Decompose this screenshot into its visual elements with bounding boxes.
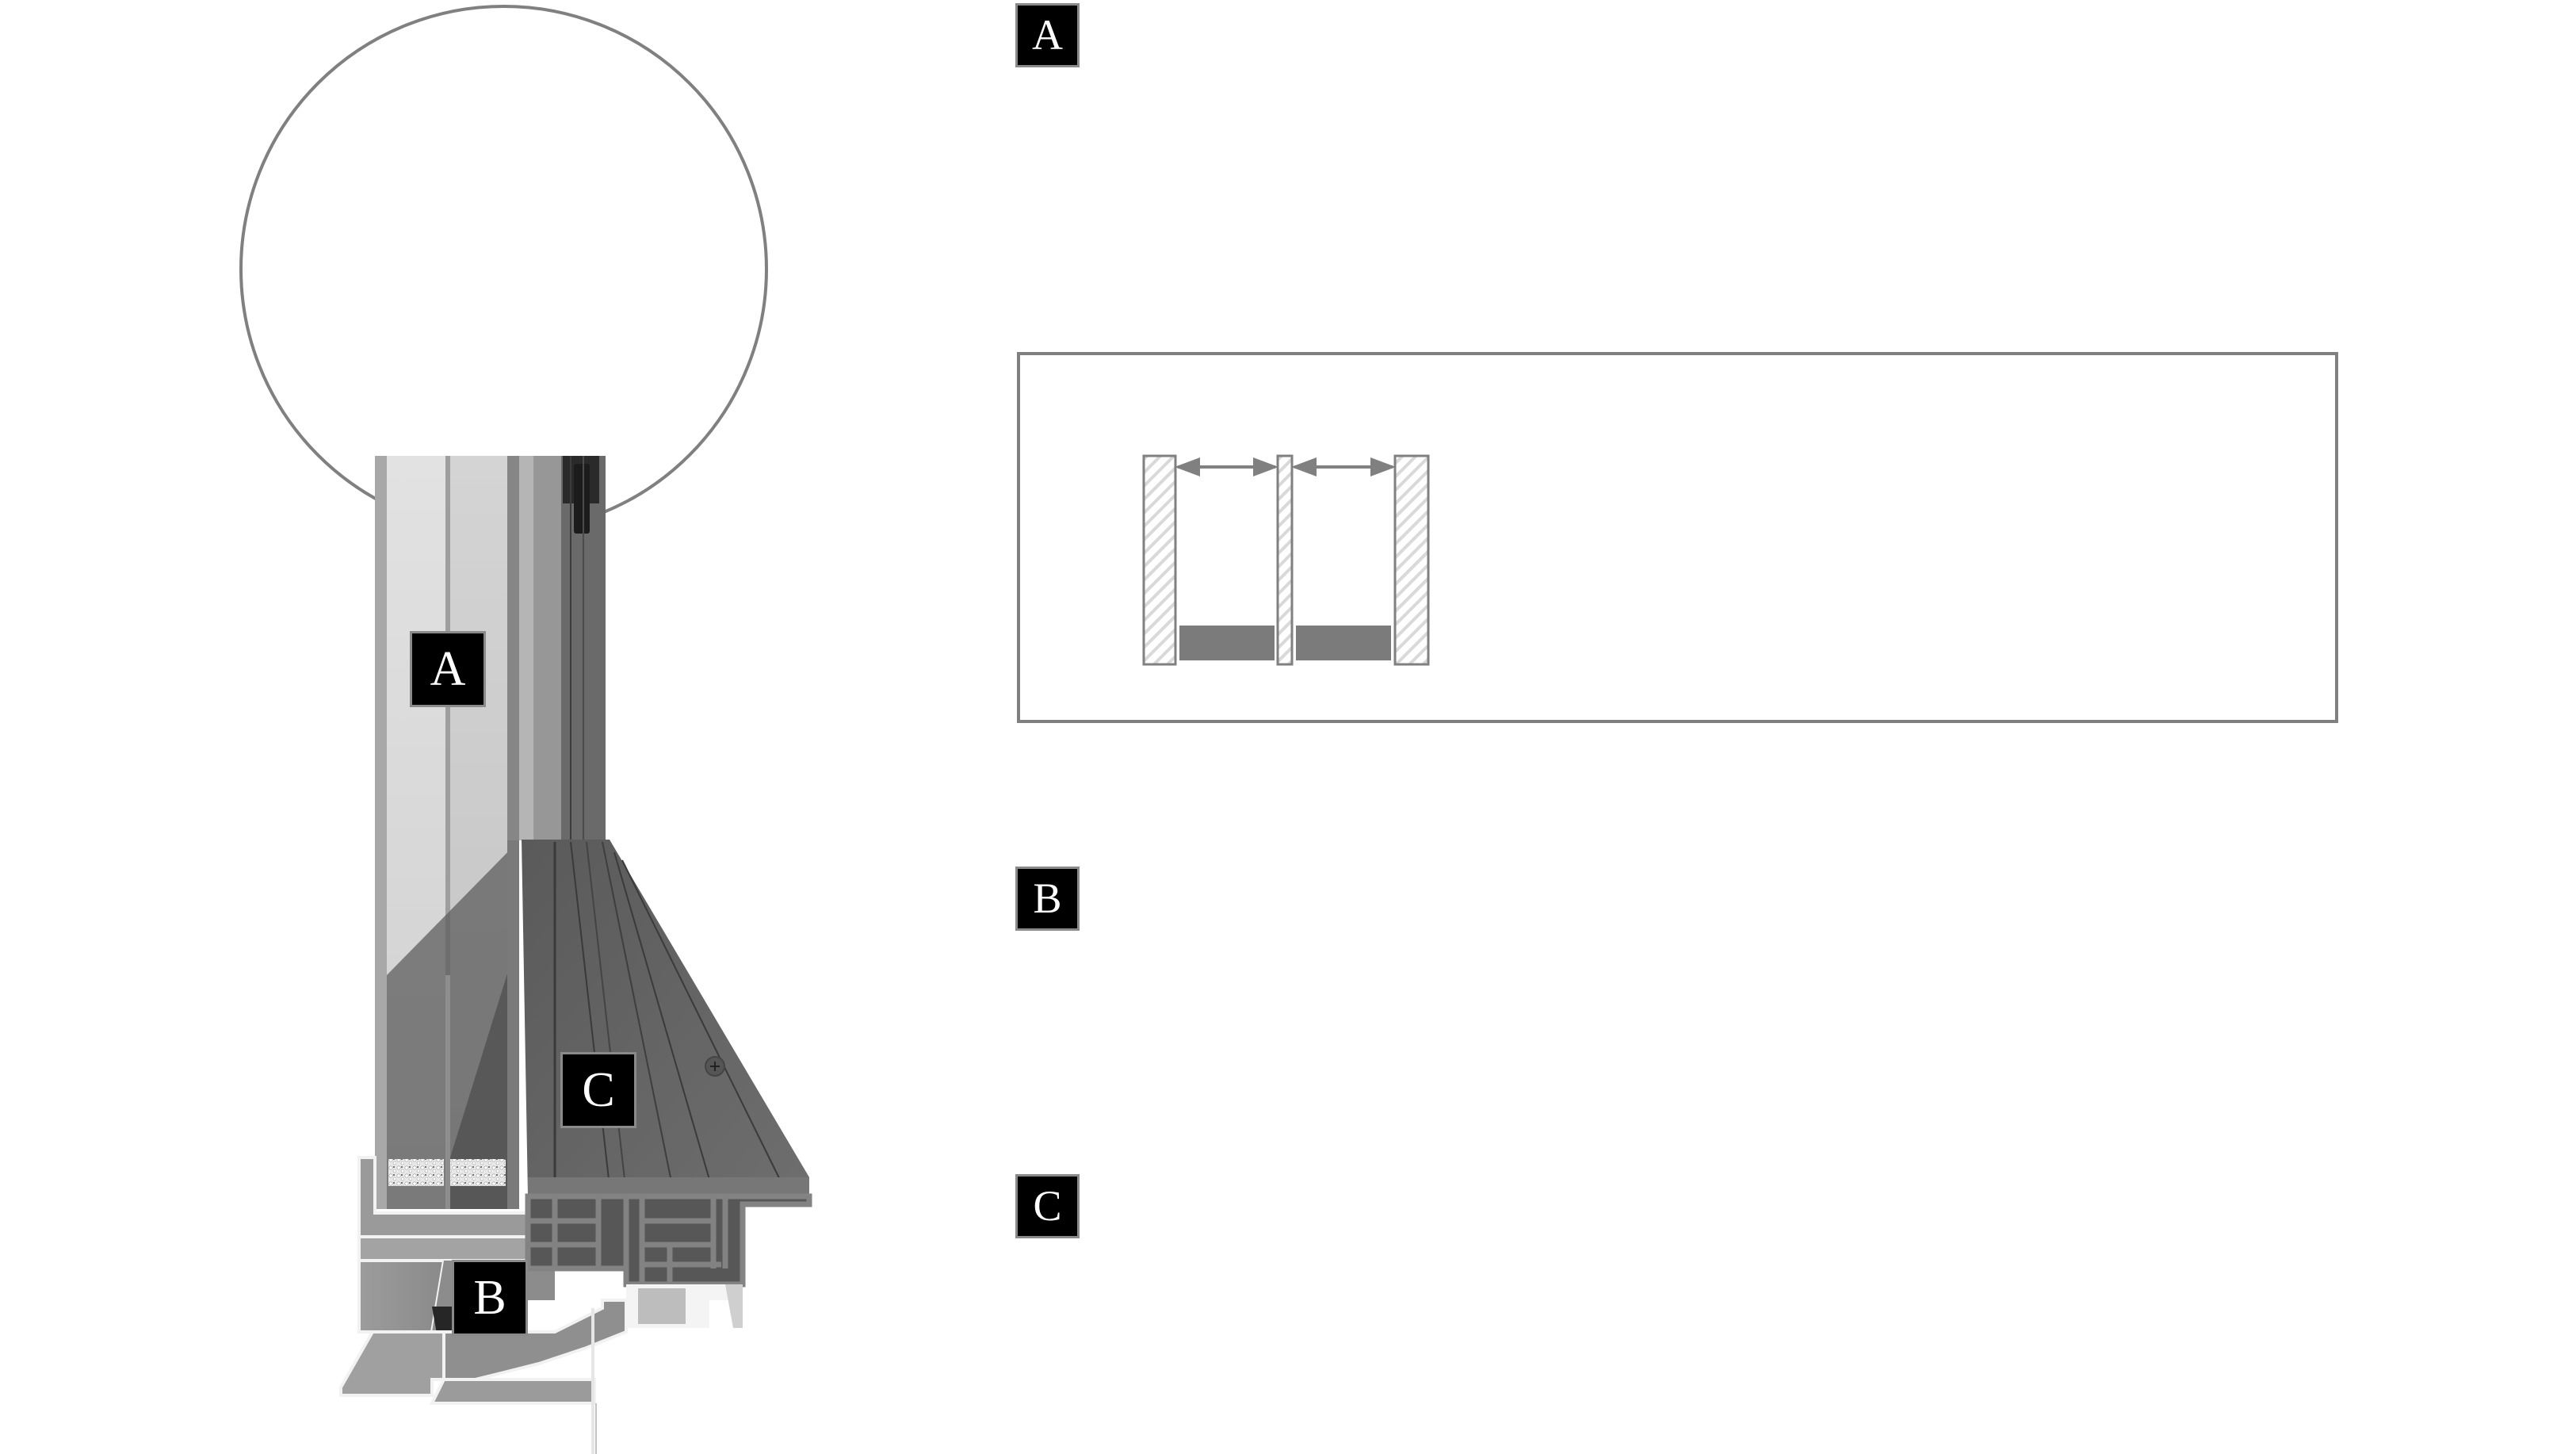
- legend-badge-a: A: [1015, 3, 1080, 67]
- glass-column: [375, 456, 606, 1209]
- marker-c-sill: C: [560, 1052, 636, 1128]
- sill-chambers: [525, 1193, 812, 1288]
- pane-inner: [1393, 454, 1430, 666]
- spacer-2: [1296, 626, 1391, 660]
- marker-b-frame: B: [452, 1260, 528, 1336]
- marker-a-glass: A: [410, 631, 486, 707]
- legend-badge-c: C: [1015, 1174, 1080, 1238]
- pane-middle: [1276, 454, 1294, 666]
- glazing-spec-box: [1017, 352, 2338, 723]
- pane-outer: [1142, 454, 1177, 666]
- legend-badge-b: B: [1015, 867, 1080, 931]
- spacer-1: [1179, 626, 1275, 660]
